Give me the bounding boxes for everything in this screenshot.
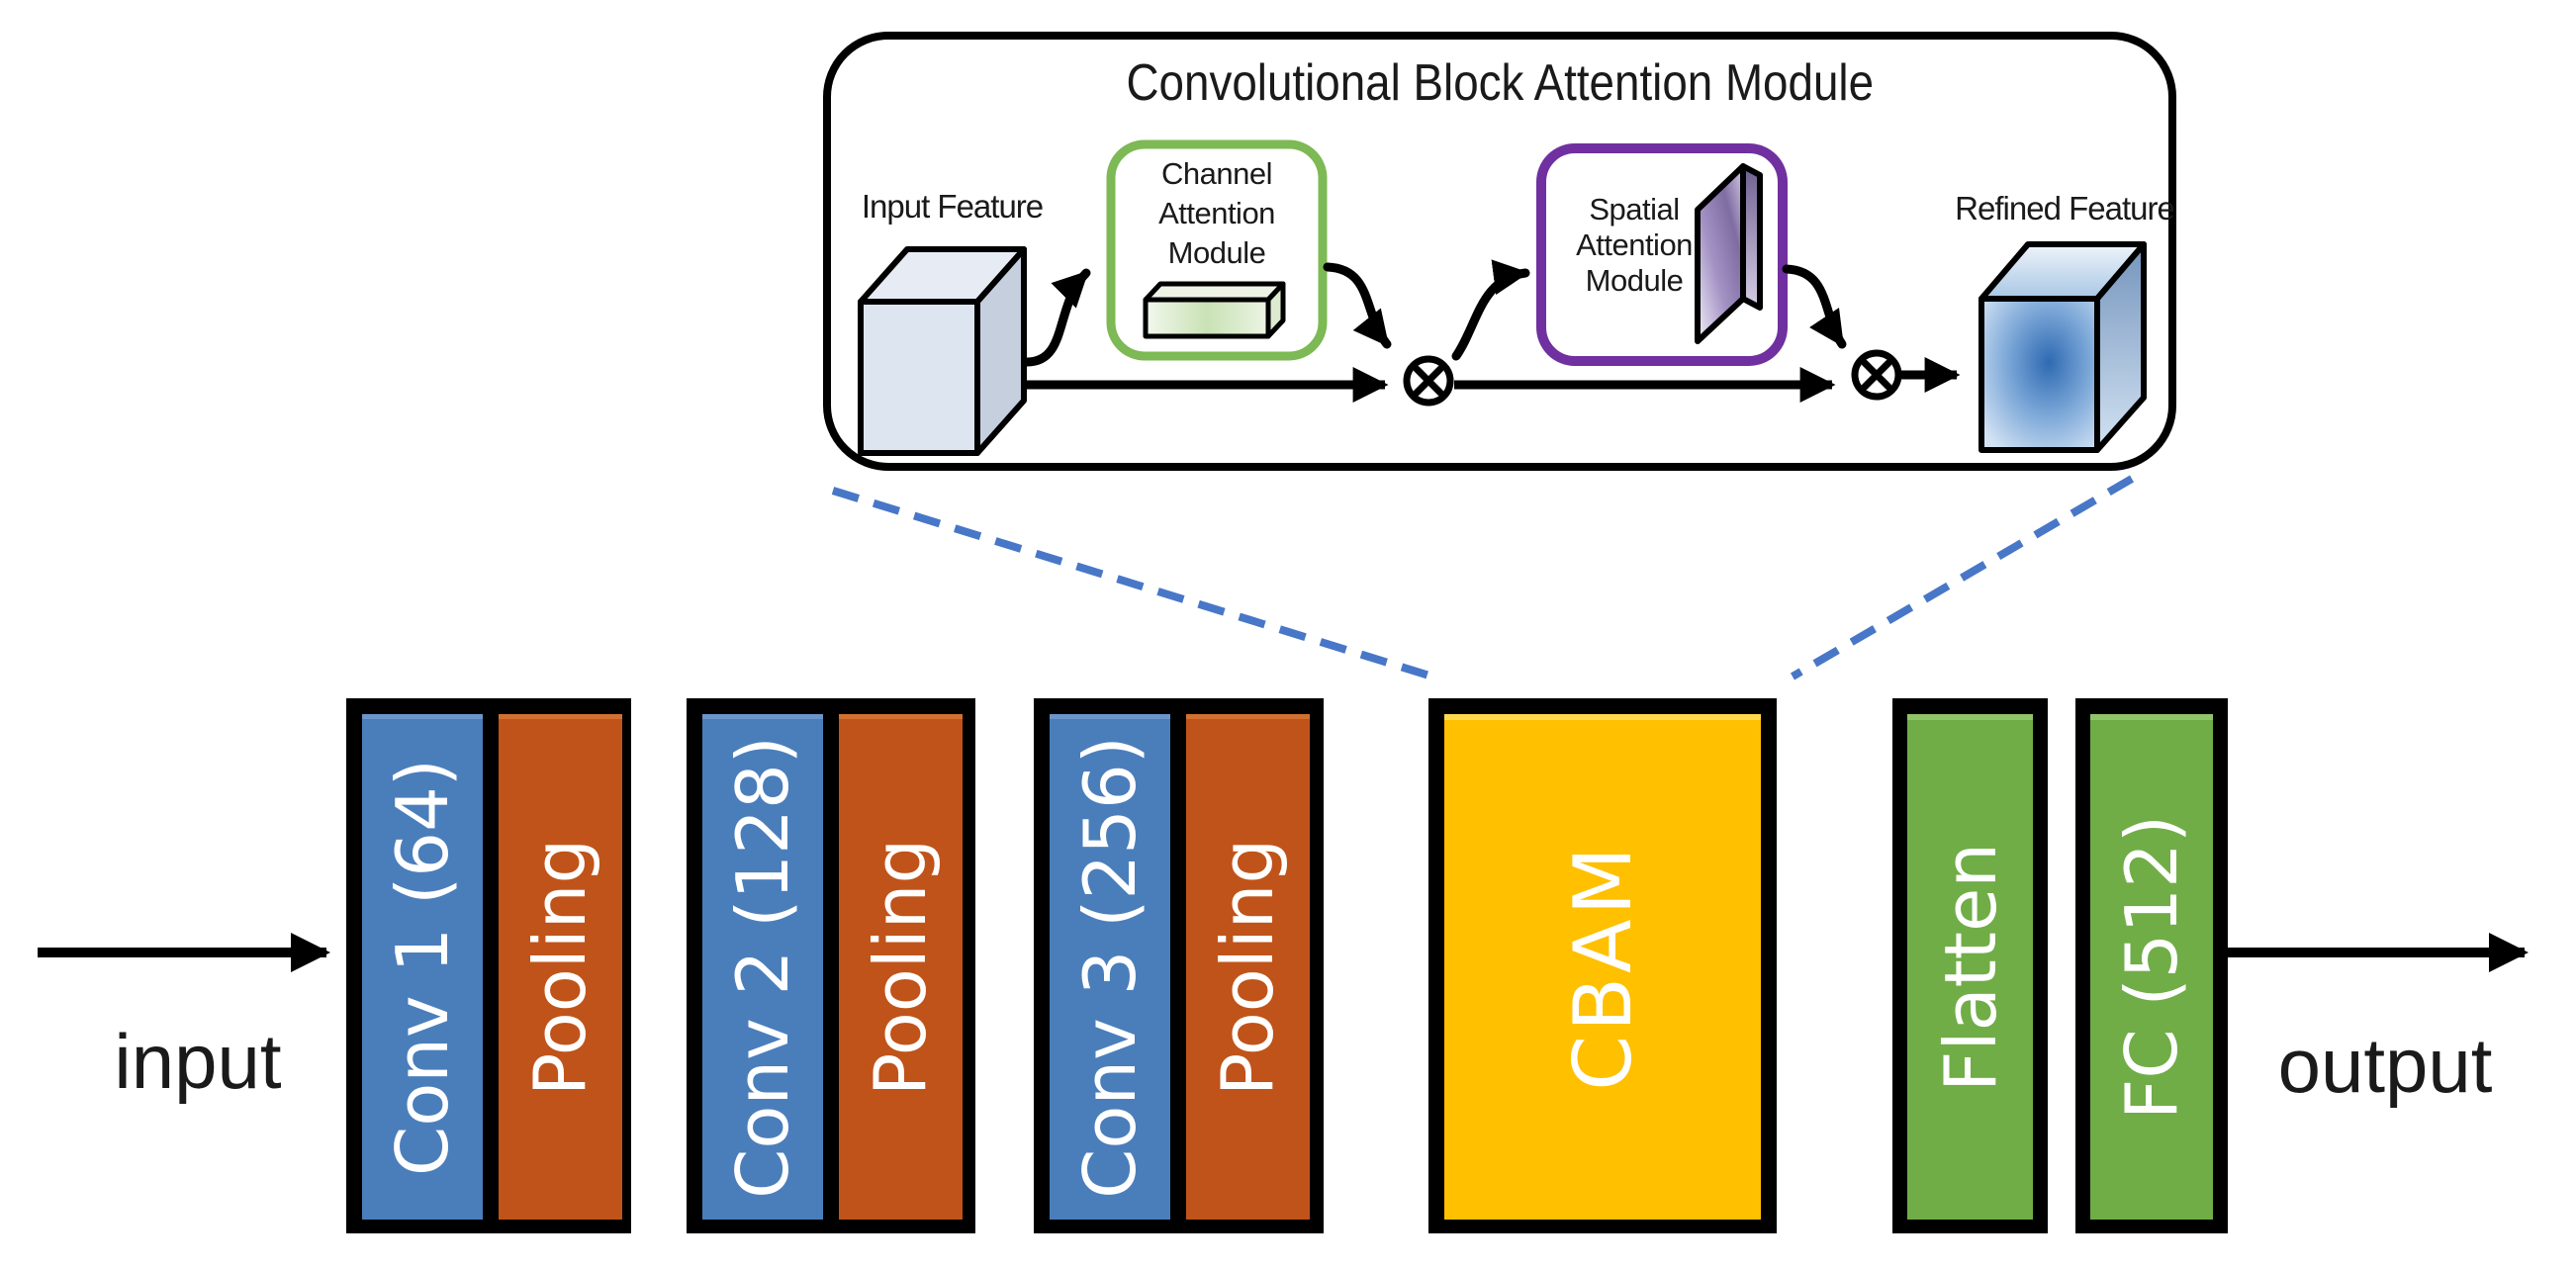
arrow-input-to-channel	[1022, 268, 1091, 367]
cbam-block: CBAM	[1428, 698, 1777, 1233]
input-feature-label: Input Feature	[861, 188, 1044, 225]
channel-attention-slab	[1143, 281, 1286, 339]
spatial-attention-plate	[1695, 163, 1763, 344]
cbam-layer: CBAM	[1444, 714, 1761, 1220]
channel-attention-label: Channel Attention Module	[1111, 154, 1323, 273]
fc-layer: FC (512)	[2090, 714, 2213, 1220]
spatial-attention-label: Spatial Attention Module	[1545, 192, 1723, 299]
refined-feature-cube	[1978, 241, 2147, 453]
cbam-module-title: Convolutional Block Attention Module	[827, 53, 2172, 113]
flatten-label: Flatten	[1928, 842, 2012, 1092]
callout-dash-left	[831, 487, 1434, 680]
multiply-icon	[1403, 355, 1454, 407]
multiply-icon	[1851, 349, 1902, 401]
spatial-attention-label-line: Attention	[1576, 227, 1693, 262]
arrow-spatial-to-multiply	[1782, 264, 1847, 349]
pooling2-layer: Pooling	[839, 714, 963, 1220]
conv-pool-block-1: Conv 1 (64) Pooling	[346, 698, 631, 1233]
cbam-module-title-text: Convolutional Block Attention Module	[1126, 54, 1874, 112]
flatten-layer: Flatten	[1907, 714, 2033, 1220]
conv3-layer: Conv 3 (256)	[1050, 714, 1170, 1220]
attention-flow-arrows	[1022, 259, 1847, 367]
arrow-channel-to-multiply	[1323, 262, 1392, 349]
callout-dash-right	[1790, 475, 2135, 680]
pooling1-label: Pooling	[518, 838, 602, 1096]
channel-attention-label-line: Module	[1167, 235, 1266, 270]
input-feature-cube	[858, 246, 1027, 456]
conv2-label: Conv 2 (128)	[721, 735, 805, 1199]
cbam-label: CBAM	[1556, 843, 1649, 1091]
conv-pool-block-2: Conv 2 (128) Pooling	[687, 698, 975, 1233]
conv1-layer: Conv 1 (64)	[362, 714, 483, 1220]
channel-attention-label-line: Channel	[1161, 156, 1272, 191]
pooling3-layer: Pooling	[1186, 714, 1310, 1220]
fc-block: FC (512)	[2075, 698, 2228, 1233]
pooling2-label: Pooling	[859, 838, 943, 1096]
pooling1-layer: Pooling	[499, 714, 622, 1220]
fc-label: FC (512)	[2110, 814, 2193, 1120]
spatial-attention-label-line: Module	[1585, 263, 1684, 298]
pooling3-label: Pooling	[1206, 838, 1290, 1096]
arrow-multiply-to-spatial	[1451, 259, 1530, 361]
refined-feature-label: Refined Feature	[1955, 190, 2175, 227]
input-label: input	[114, 1018, 282, 1105]
conv3-label: Conv 3 (256)	[1068, 735, 1152, 1199]
flatten-block: Flatten	[1892, 698, 2048, 1233]
main-feature-path	[1024, 357, 1961, 403]
spatial-attention-label-line: Spatial	[1589, 192, 1680, 227]
channel-attention-label-line: Attention	[1158, 196, 1275, 230]
conv-pool-block-3: Conv 3 (256) Pooling	[1034, 698, 1324, 1233]
conv1-label: Conv 1 (64)	[381, 758, 465, 1176]
output-label: output	[2277, 1022, 2493, 1109]
conv2-layer: Conv 2 (128)	[702, 714, 823, 1220]
